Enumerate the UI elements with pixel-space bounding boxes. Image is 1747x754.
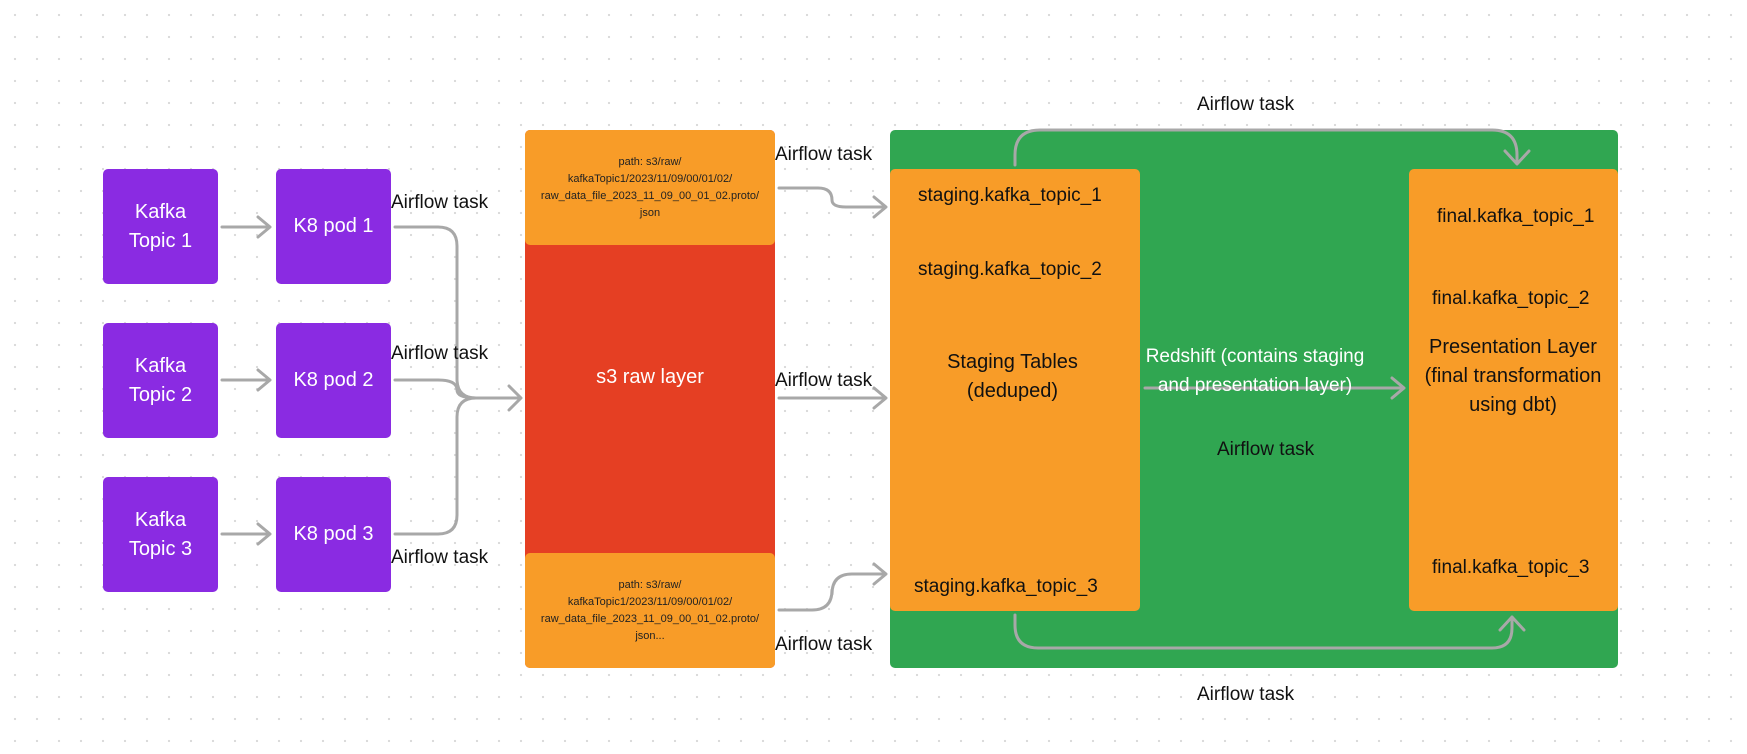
k8-pod-1-label: K8 pod 1 [293,215,374,237]
presentation-layer-label: Presentation Layer (final transformation… [1424,336,1602,416]
staging-tables[interactable] [890,169,1140,611]
k8-pod-2-label: K8 pod 2 [293,369,374,391]
airflow-task-s3-top: Airflow task [775,144,873,165]
kafka-topic-1[interactable]: Kafka Topic 1 [103,169,218,284]
staging-tables-label: Staging Tables (deduped) [947,351,1078,402]
final-table-1: final.kafka_topic_1 [1437,206,1595,227]
k8-pod-1[interactable]: K8 pod 1 [276,169,391,284]
kafka-topic-1-label: Kafka Topic 1 [128,200,193,252]
k8-pod-3[interactable]: K8 pod 3 [276,477,391,592]
presentation-layer[interactable] [1409,169,1618,611]
topic-to-pod-arrows [220,215,272,546]
kafka-topic-2-label: Kafka Topic 2 [128,354,193,406]
s3-path-top-label: path: s3/raw/ kafkaTopic1/2023/11/09/00/… [540,155,760,219]
s3-to-staging-arrows [777,186,888,612]
kafka-topic-2[interactable]: Kafka Topic 2 [103,323,218,438]
airflow-task-s3-bottom: Airflow task [775,634,873,655]
airflow-task-pod1: Airflow task [391,192,489,213]
airflow-task-pod2: Airflow task [391,343,489,364]
final-table-2: final.kafka_topic_2 [1432,288,1590,309]
staging-table-3: staging.kafka_topic_3 [914,576,1098,597]
airflow-task-mid: Airflow task [1217,439,1315,460]
s3-raw-layer-label: s3 raw layer [596,365,704,388]
s3-path-top[interactable]: path: s3/raw/ kafkaTopic1/2023/11/09/00/… [525,130,775,245]
pod-to-s3-arrows [393,225,523,536]
s3-path-bottom[interactable]: path: s3/raw/ kafkaTopic1/2023/11/09/00/… [525,553,775,668]
airflow-task-top: Airflow task [1197,94,1295,115]
airflow-task-s3-mid: Airflow task [775,370,873,391]
s3-path-bottom-label: path: s3/raw/ kafkaTopic1/2023/11/09/00/… [540,578,760,642]
k8-pod-2[interactable]: K8 pod 2 [276,323,391,438]
staging-table-1: staging.kafka_topic_1 [918,185,1102,206]
final-table-3: final.kafka_topic_3 [1432,557,1590,578]
airflow-task-bottom: Airflow task [1197,684,1295,705]
redshift-label: Redshift (contains staging and presentat… [1145,346,1365,396]
k8-pod-3-label: K8 pod 3 [293,523,374,545]
kafka-topic-3[interactable]: Kafka Topic 3 [103,477,218,592]
airflow-task-pod3: Airflow task [391,547,489,568]
staging-table-2: staging.kafka_topic_2 [918,259,1102,280]
kafka-topic-3-label: Kafka Topic 3 [128,508,193,560]
